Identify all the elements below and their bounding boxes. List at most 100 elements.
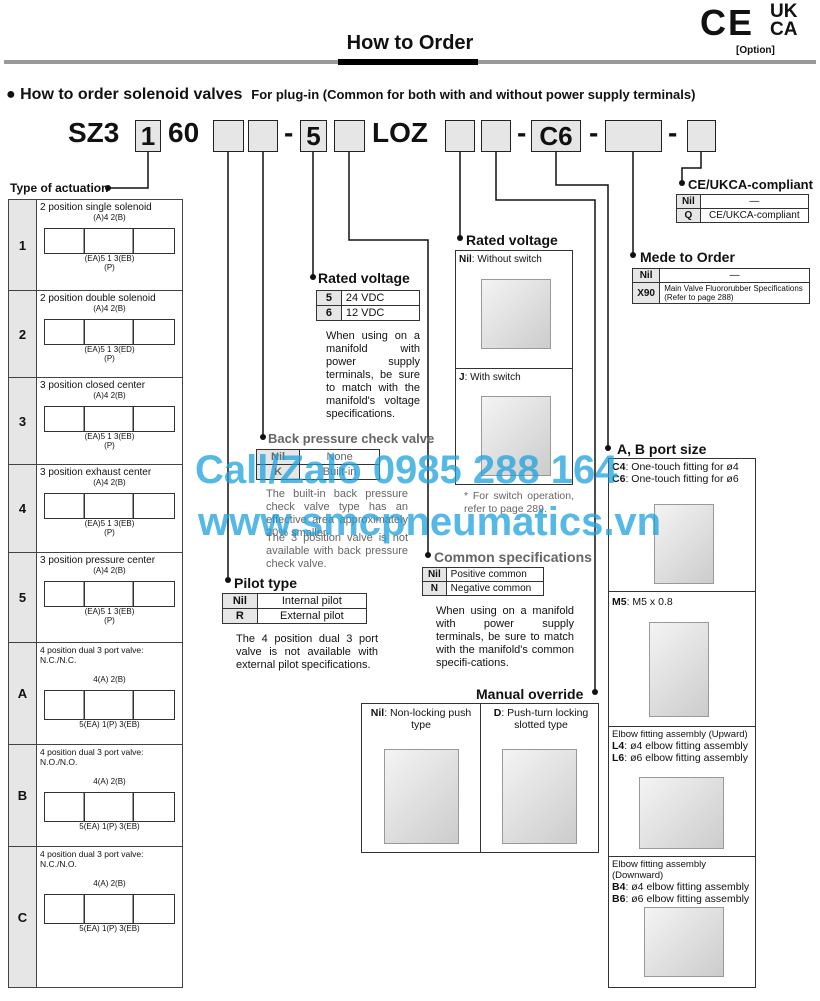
actuation-label: Type of actuation [10,181,109,195]
switch-note: * For switch operation, refer to page 28… [464,490,574,515]
ports-bottom: 5(EA) 1(P) 3(EB) [79,822,140,831]
ports-top: 4(A) 2(B) [93,879,126,888]
code-dash: - [589,117,599,148]
ports-bottom: (EA)5 1 3(EB) [84,607,135,616]
code-port: C6 [531,120,581,152]
upward-elbow-image [639,777,724,849]
bp-value: Built-in [299,464,380,480]
ports-top: 4(A) 2(B) [93,777,126,786]
actuation-desc: 2 position double solenoid [40,293,156,304]
without-switch-text: Nil: Without switch [459,254,542,265]
manual-panel: Nil: Non-locking push type D: Push-turn … [361,703,599,853]
ports-bottom: 5(EA) 1(P) 3(EB) [79,924,140,933]
common-key: N [422,581,447,596]
section-heading: ● How to order solenoid valves For plug-… [6,86,696,103]
locking-image [502,749,577,844]
c6-text: C6: One-touch fitting for ø6 [612,473,739,485]
port-p: (P) [104,441,115,450]
valve-symbol [44,792,175,822]
valve-symbol [44,319,175,345]
valve-symbol [44,406,175,432]
common-spec-label: Common specifications [434,549,592,565]
actuation-key: C [9,847,37,987]
c4-text: C4: One-touch fitting for ø4 [612,461,739,473]
ports-bottom: 5(EA) 1(P) 3(EB) [79,720,140,729]
port-p: (P) [104,528,115,537]
upward-title: Elbow fitting assembly (Upward) [612,729,748,740]
actuation-key: A [9,643,37,744]
one-touch-fitting-image [654,504,714,584]
actuation-key: 1 [9,200,37,290]
option-label: [Option] [736,45,775,56]
downward-elbow-image [644,907,724,977]
code-voltage: 5 [300,120,327,152]
code-dash: - [284,117,294,148]
back-pressure-label: Back pressure check valve [268,431,435,446]
code-switch-box [445,120,475,152]
watermark-url: www.smcpneumatics.vn [198,500,662,544]
code-dash: - [668,117,678,148]
bp-key: Nil [255,449,301,465]
ce-label: CE/UKCA-compliant [688,177,813,192]
ce-value: CE/UKCA-compliant [699,208,810,223]
ports-top: (A)4 2(B) [93,304,126,313]
pilot-key: Nil [222,593,258,609]
valve-without-switch-image [481,279,551,349]
pilot-key: R [222,608,258,624]
ce-value: — [699,194,810,209]
valve-symbol [44,894,175,924]
pilot-value: Internal pilot [256,593,368,609]
code-actuation: 1 [135,120,161,152]
pilot-value: External pilot [256,608,368,624]
ports-top: (A)4 2(B) [93,391,126,400]
m5-image [649,622,709,717]
pilot-type-label: Pilot type [234,575,298,591]
valve-symbol [44,690,175,720]
ports-bottom: (EA)5 1 3(EB) [84,519,135,528]
common-note: When using on a manifold with power supp… [436,605,574,669]
common-key: Nil [422,567,447,582]
ports-top: (A)4 2(B) [93,478,126,487]
b6-text: B6: ø6 elbow fitting assembly [612,893,750,905]
voltage-note: When using on a manifold with power supp… [326,330,420,420]
port-size-label: A, B port size [617,441,707,457]
ports-bottom: (EA)5 1 3(EB) [84,432,135,441]
ports-bottom: (EA)5 1 3(EB) [84,254,135,263]
actuation-desc: 2 position single solenoid [40,202,152,213]
watermark-phone: Call/Zalo 0985 288 164 [195,448,618,492]
code-backpressure-box [248,120,278,152]
code-dash: - [517,117,527,148]
ports-top: (A)4 2(B) [93,566,126,575]
voltage-value: 24 VDC [340,290,421,306]
voltage-value: 12 VDC [340,305,421,321]
section-title: How to order solenoid valves [20,86,243,103]
section-subtitle: For plug-in (Common for both with and wi… [251,87,696,102]
actuation-desc: 4 position dual 3 port valve: N.O./N.O. [40,747,144,767]
code-common-box [334,120,365,152]
non-locking-image [384,749,459,844]
non-locking-text: Nil: Non-locking push type [370,707,472,731]
mto-key: X90 [631,282,661,304]
actuation-desc: 3 position closed center [40,380,146,391]
valve-symbol [44,581,175,607]
voltage-key: 6 [316,305,342,321]
switch-panel: Nil: Without switch J: With switch [455,250,573,485]
ce-key: Q [676,208,701,223]
common-value: Negative common [445,581,545,596]
actuation-key: 5 [9,553,37,642]
bp-note-2: The 3 position valve is not available wi… [266,532,408,570]
l4-text: L4: ø4 elbow fitting assembly [612,740,748,752]
manual-override-label: Manual override [476,686,584,702]
